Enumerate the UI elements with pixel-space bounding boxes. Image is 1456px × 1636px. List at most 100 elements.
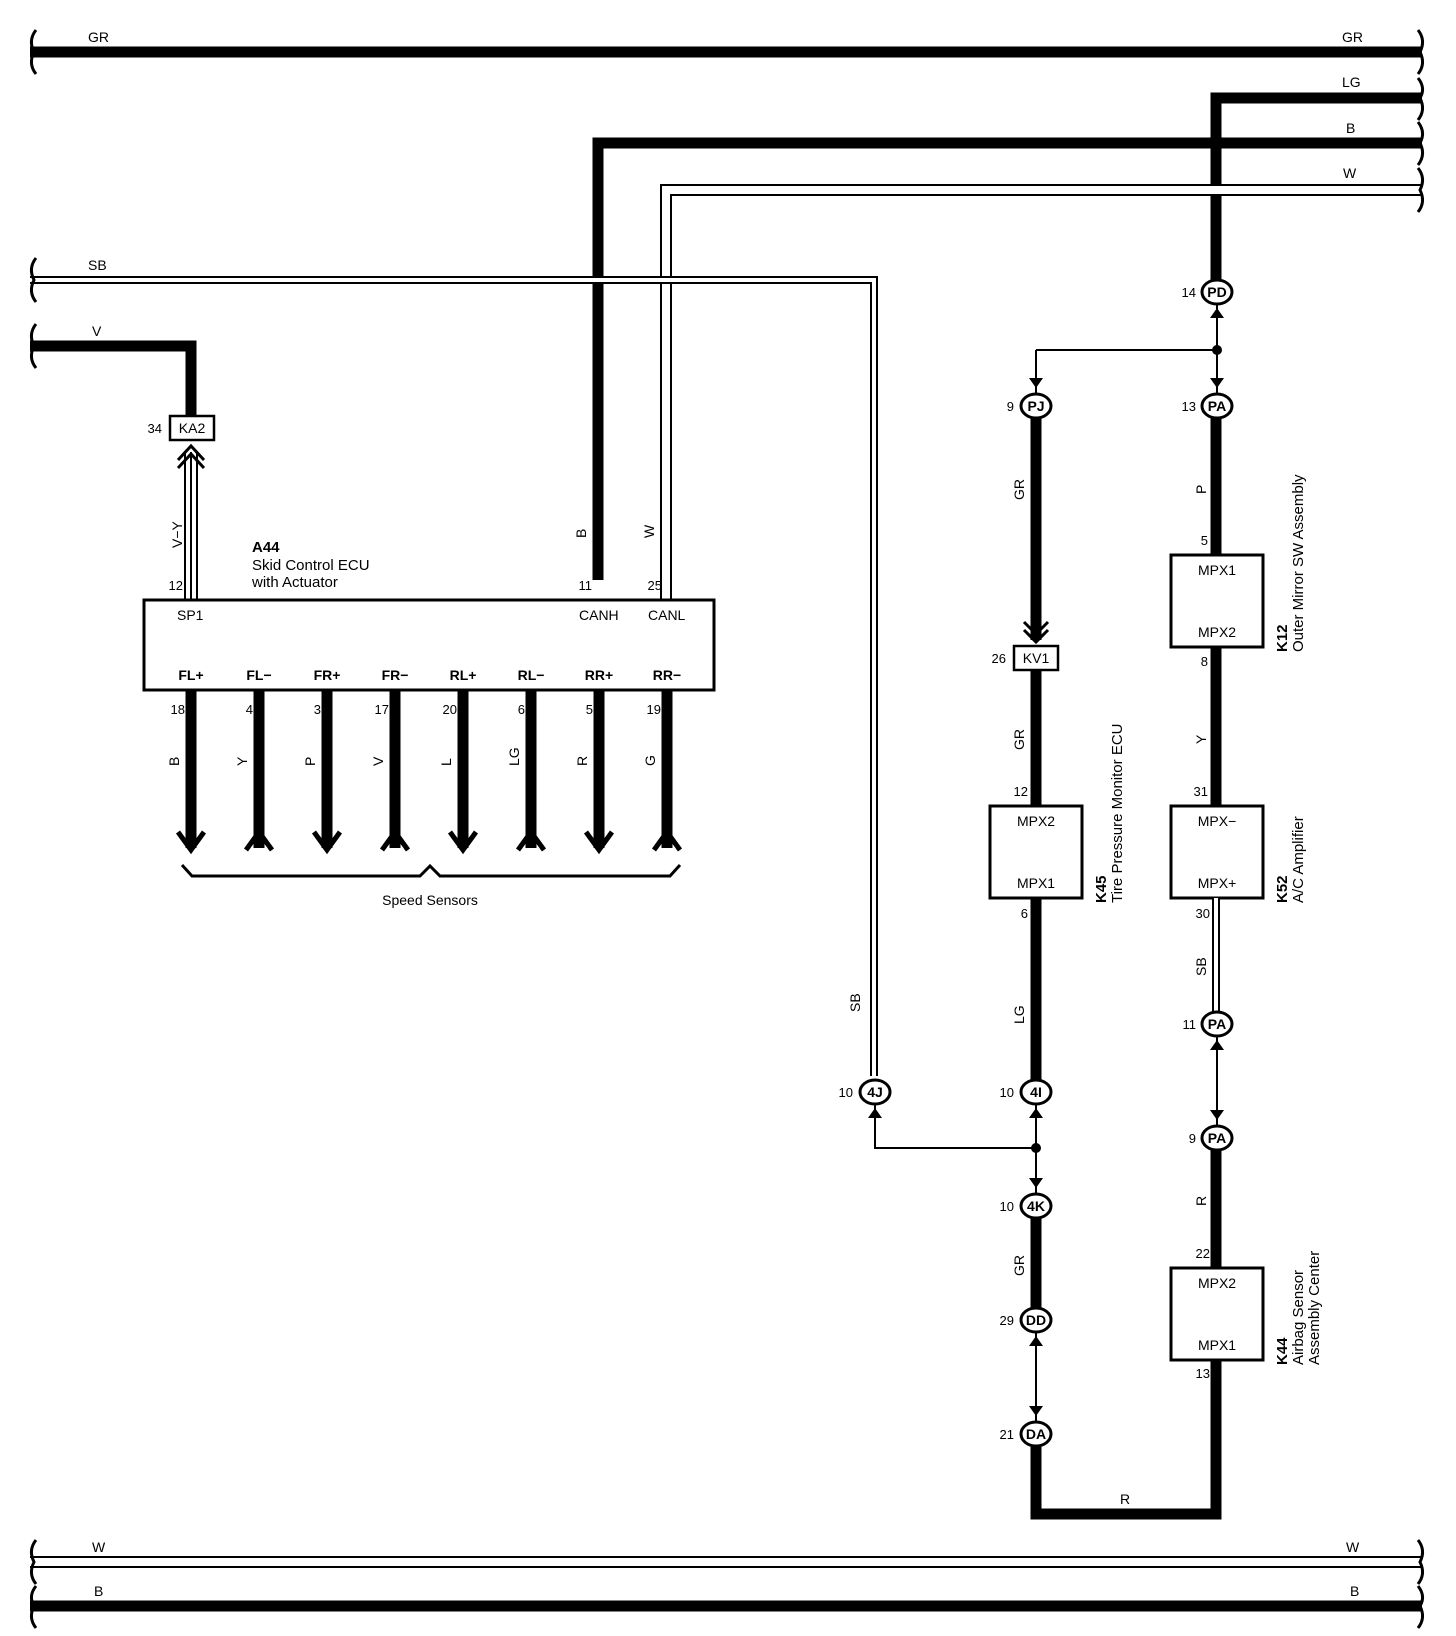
k45-name: Tire Pressure Monitor ECU [1109, 724, 1126, 904]
a44-id: A44 [252, 539, 280, 556]
wire-w-canl-label: W [641, 524, 657, 538]
wire-color-0: B [166, 757, 182, 766]
da-pin: 21 [1000, 1427, 1014, 1442]
wire-r-label: R [1193, 1196, 1209, 1206]
bus-lg: LG [1210, 74, 1425, 283]
bus-gr-left-label: GR [88, 29, 109, 45]
wire-vy-label: V−Y [169, 520, 185, 548]
da-label: DA [1026, 1426, 1046, 1442]
dd-label: DD [1026, 1312, 1046, 1328]
bus-sb: SB SB [29, 257, 878, 1076]
wire-gr-kv1-k45: GR [1011, 670, 1042, 806]
kv1-label: KV1 [1023, 650, 1050, 666]
connector-kv1: KV1 26 [992, 644, 1060, 672]
k45-pin-top: 12 [1014, 784, 1028, 799]
speed-sensor-wire-5: RL−6LG [506, 667, 547, 852]
connector-4k: 4K 10 [1000, 1192, 1053, 1220]
bus-gr-top: GR GR [29, 29, 1425, 75]
wire-p-label: P [1193, 485, 1209, 494]
k52-pin-top: 31 [1194, 784, 1208, 799]
wire-r-bottom-loop: R [1030, 1360, 1222, 1520]
pin-canh-number: 11 [579, 578, 593, 593]
wire-color-4: L [438, 758, 454, 766]
4j-pin: 10 [839, 1085, 853, 1100]
wire-color-6: R [574, 756, 590, 766]
k44-id: K44 [1274, 1337, 1291, 1365]
k45-id: K45 [1093, 875, 1110, 903]
connector-ka2: KA2 34 [148, 414, 216, 442]
term-canh: CANH [579, 607, 619, 623]
pin-canl-number: 25 [648, 578, 662, 593]
bus-w-bottom-left-label: W [92, 1539, 106, 1555]
pd-label: PD [1207, 284, 1226, 300]
bus-sb-label: SB [88, 257, 107, 273]
term-sp1: SP1 [177, 607, 204, 623]
k12-outer-mirror-sw: 5 MPX1 MPX2 8 K12 Outer Mirror SW Assemb… [1169, 474, 1307, 669]
splice-pd [1029, 304, 1224, 394]
pa11-label: PA [1208, 1016, 1226, 1032]
wire-gr2-label: GR [1011, 729, 1027, 750]
pa13-pin: 13 [1182, 399, 1196, 414]
wire-dd-da [1029, 1332, 1043, 1422]
speed-sensor-wire-7: RR−19G [642, 667, 683, 852]
a44-title: A44 Skid Control ECU with Actuator [251, 539, 370, 591]
wire-pa11-pa9 [1210, 1036, 1224, 1126]
k45-pin-bottom: 6 [1021, 906, 1028, 921]
pa13-label: PA [1208, 398, 1226, 414]
k52-ac-amplifier: 31 MPX− MPX+ 30 K52 A/C Amplifier [1169, 784, 1307, 921]
arrow-up-icon [379, 827, 411, 852]
k44-name-line2: Assembly Center [1306, 1251, 1323, 1365]
speed-sensors-label: Speed Sensors [382, 892, 478, 908]
wire-sb-label: SB [1193, 957, 1209, 976]
term-7: RR− [653, 667, 681, 683]
pj-label: PJ [1027, 398, 1044, 414]
bus-gr-right-label: GR [1342, 29, 1363, 45]
wire-sb-k52-pa11: SB [1193, 898, 1220, 1012]
arrow-down-icon [311, 830, 343, 855]
pin-number-5: 6 [518, 702, 525, 717]
bus-b-bottom: B B [29, 1583, 1425, 1629]
wire-gr-pj-kv1: GR [1011, 418, 1050, 645]
speed-sensor-wire-6: RR+5R [574, 667, 615, 855]
wire-color-7: G [642, 755, 658, 766]
ka2-label: KA2 [179, 420, 206, 436]
a44-bottom-pins: FL+18BFL−4YFR+3PFR−17VRL+20LRL−6LGRR+5RR… [166, 667, 683, 855]
connector-dd: DD 29 [1000, 1306, 1053, 1334]
wire-b-canh-label: B [573, 529, 589, 538]
pin-number-3: 17 [375, 702, 389, 717]
pin-number-6: 5 [586, 702, 593, 717]
k12-pin-top: 5 [1201, 533, 1208, 548]
wire-lg-label: LG [1011, 1005, 1027, 1024]
k12-pin-bottom: 8 [1201, 654, 1208, 669]
speed-sensor-wire-4: RL+20L [438, 667, 479, 855]
k44-name-line1: Airbag Sensor [1290, 1270, 1307, 1365]
dd-pin: 29 [1000, 1313, 1014, 1328]
wire-y-k12-k52: Y [1193, 647, 1222, 806]
term-0: FL+ [178, 667, 203, 683]
term-2: FR+ [314, 667, 341, 683]
4k-label: 4K [1027, 1198, 1045, 1214]
bus-b-bottom-right-label: B [1350, 1583, 1359, 1599]
bus-w-label: W [1343, 165, 1357, 181]
pa11-pin: 11 [1183, 1017, 1197, 1032]
bus-v: V [29, 323, 197, 416]
a44-ecu-box [142, 598, 716, 692]
bus-lg-label: LG [1342, 74, 1361, 90]
wire-v-y: V−Y [169, 443, 206, 600]
bus-w-bottom-right-label: W [1346, 1539, 1360, 1555]
arrow-up-icon [515, 827, 547, 852]
wire-r-pa9-k44: R [1193, 1150, 1222, 1268]
ka2-pin: 34 [148, 421, 162, 436]
4j-label: 4J [867, 1084, 883, 1100]
connector-pd: PD 14 [1182, 278, 1234, 306]
k52-pin-bottom: 30 [1196, 906, 1210, 921]
bus-w: W [660, 165, 1425, 600]
k44-pin-top: 22 [1196, 1246, 1210, 1261]
wire-r-bottom-label: R [1120, 1491, 1130, 1507]
pin-number-0: 18 [171, 702, 185, 717]
pd-pin: 14 [1182, 285, 1196, 300]
k12-term-bottom: MPX2 [1198, 624, 1236, 640]
pin-number-4: 20 [443, 702, 457, 717]
pin-sp1-number: 12 [169, 578, 183, 593]
